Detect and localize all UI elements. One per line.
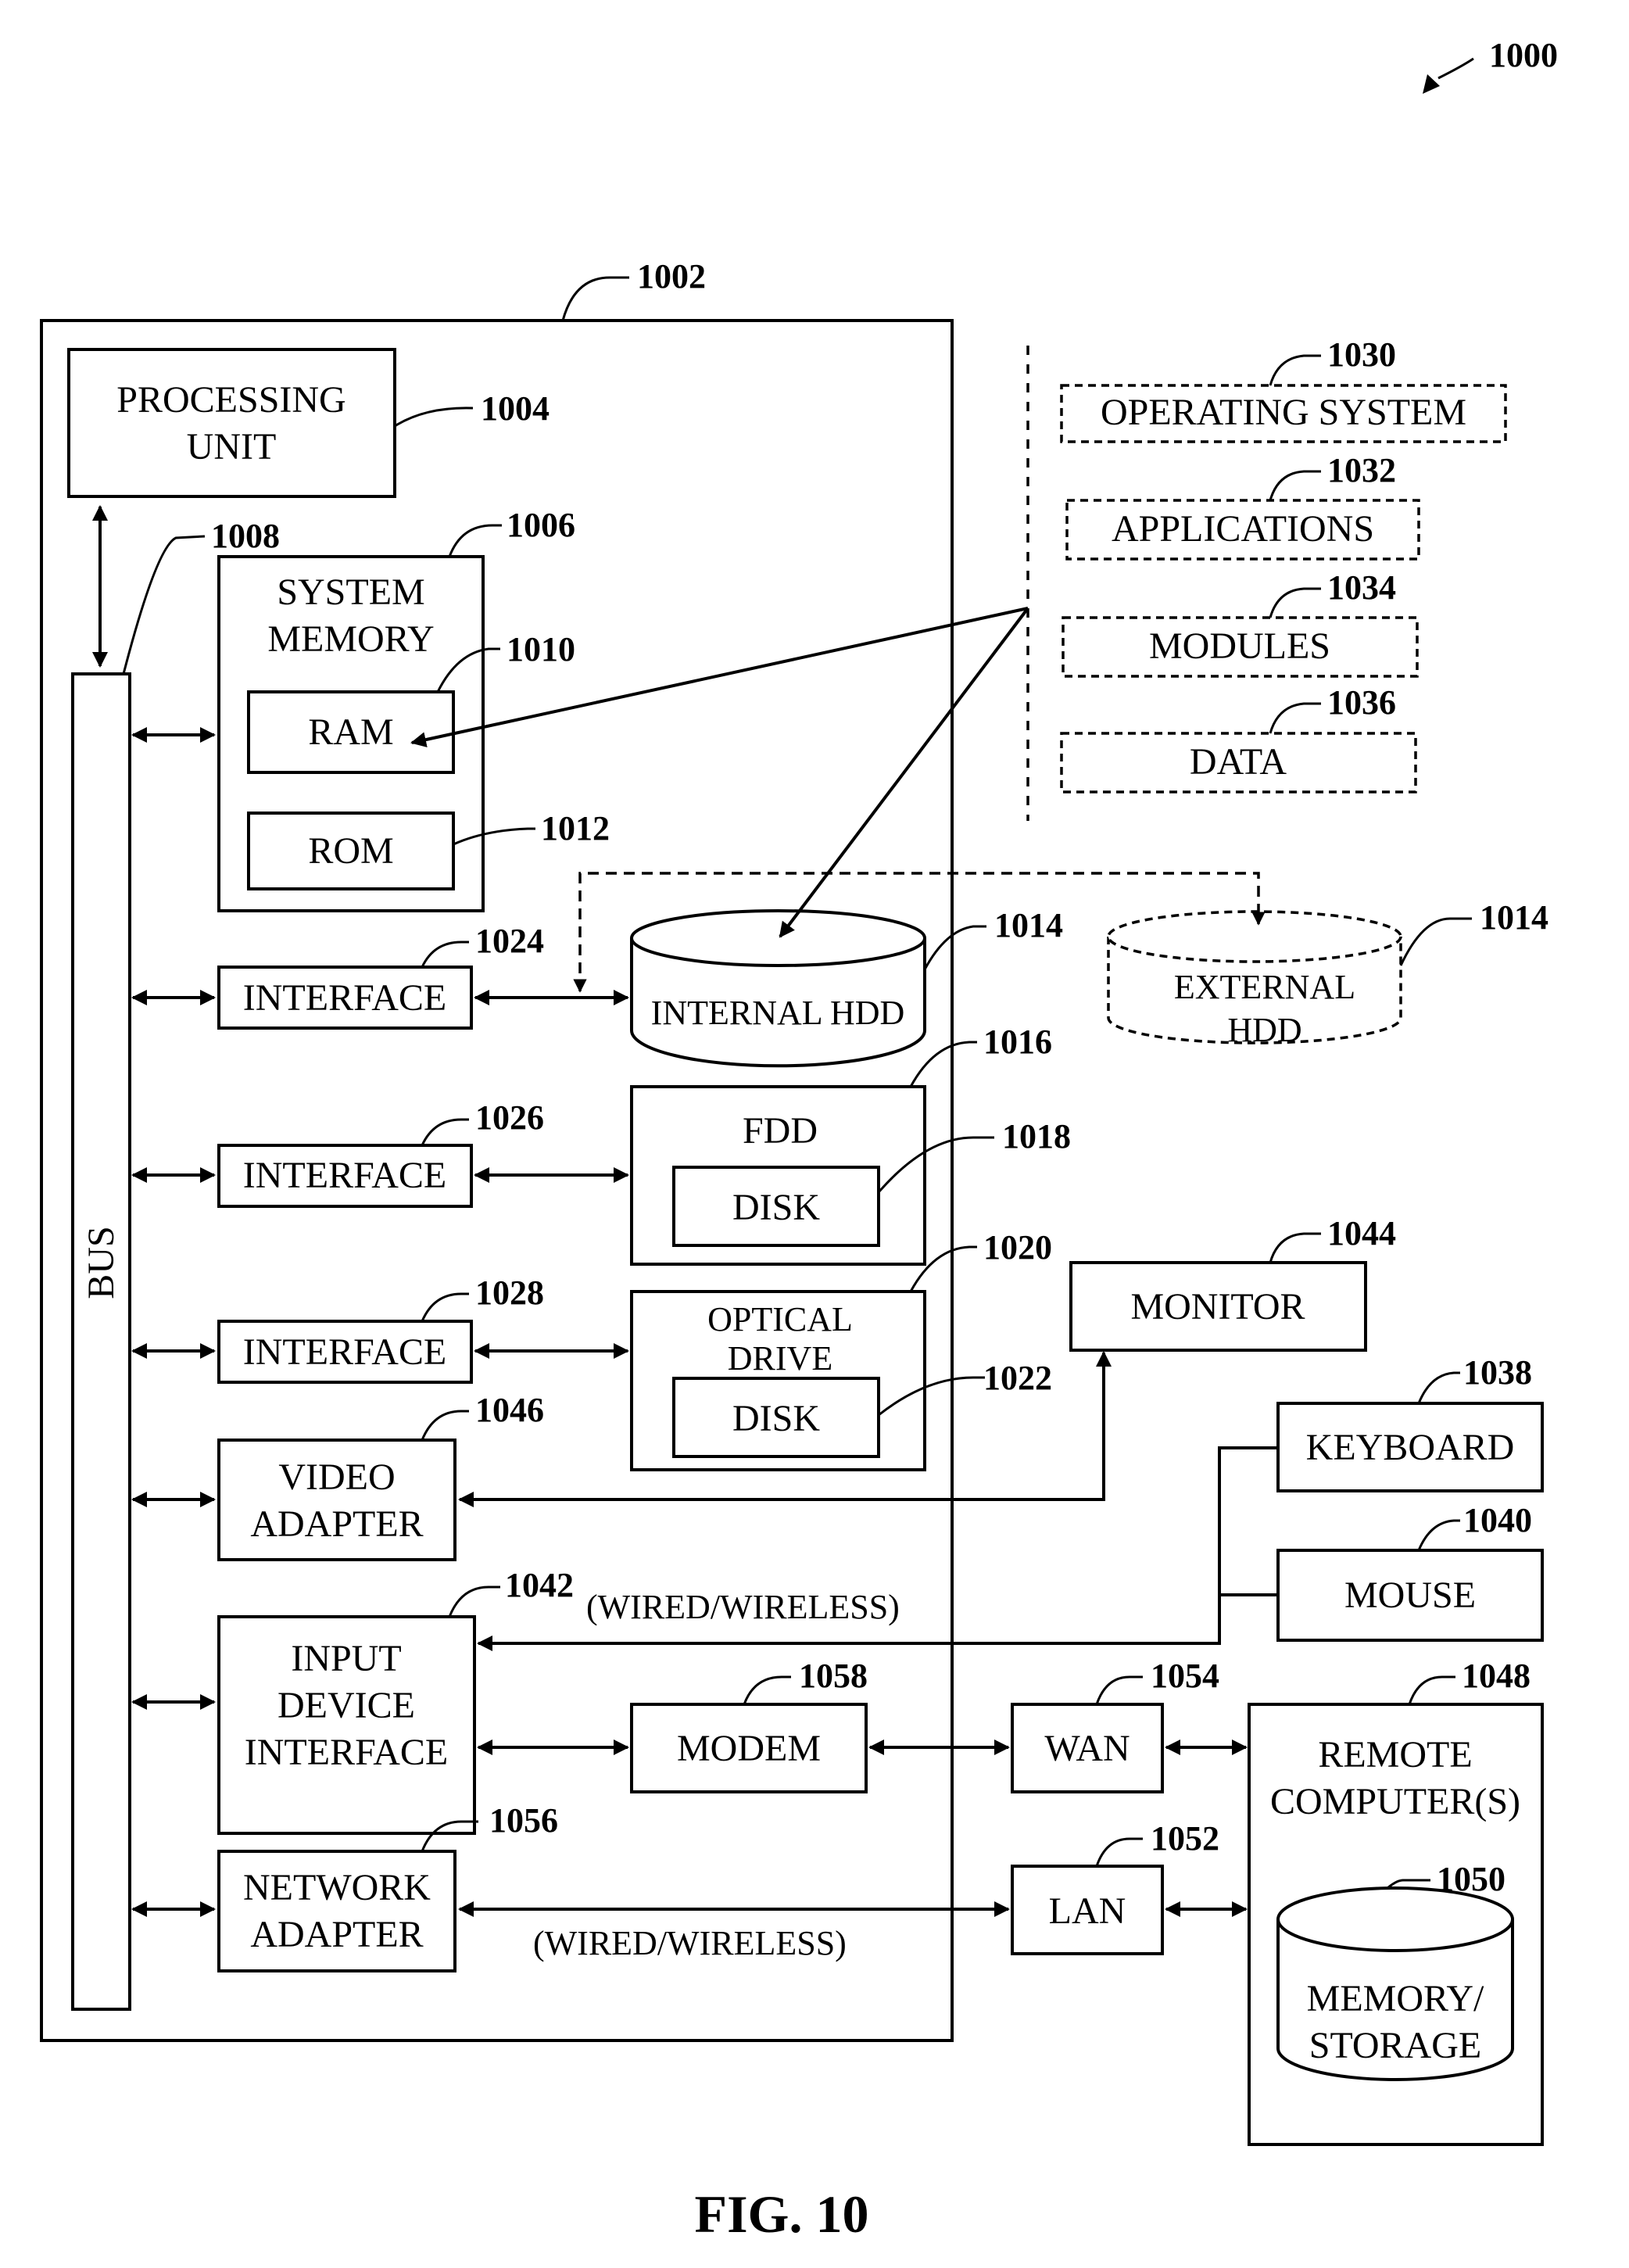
figure-ref-leader bbox=[1438, 59, 1473, 78]
fdd-label: FDD bbox=[743, 1110, 818, 1152]
data-label: DATA bbox=[1190, 741, 1287, 783]
monitor-label: MONITOR bbox=[1130, 1286, 1305, 1327]
modules-leader bbox=[1270, 589, 1321, 618]
input-wired-wireless-label: (WIRED/WIRELESS) bbox=[586, 1588, 900, 1626]
modem-label: MODEM bbox=[677, 1728, 821, 1769]
external-hdd-leader bbox=[1401, 919, 1472, 966]
wan-label: WAN bbox=[1044, 1728, 1130, 1769]
remote-computer-leader bbox=[1409, 1677, 1455, 1704]
bus-ref: 1008 bbox=[211, 517, 280, 555]
rom-label: ROM bbox=[308, 830, 393, 872]
system-memory-label-2: MEMORY bbox=[267, 618, 434, 660]
keyboard-ref: 1038 bbox=[1463, 1353, 1532, 1392]
video-adapter-label-2: ADAPTER bbox=[250, 1503, 423, 1545]
ram-label: RAM bbox=[308, 711, 393, 753]
processing-unit-box bbox=[69, 349, 395, 496]
mouse-ref: 1040 bbox=[1463, 1501, 1532, 1539]
external-hdd-ref: 1014 bbox=[1480, 898, 1548, 937]
interface-fdd-label: INTERFACE bbox=[243, 1155, 446, 1196]
applications-leader bbox=[1270, 471, 1321, 500]
interface-hdd-label: INTERFACE bbox=[243, 977, 446, 1019]
network-adapter-label-2: ADAPTER bbox=[250, 1914, 423, 1955]
fdd-disk-ref: 1018 bbox=[1002, 1117, 1071, 1155]
bus-box bbox=[73, 674, 130, 2009]
keyboard-label: KEYBOARD bbox=[1306, 1427, 1515, 1468]
mouse-label: MOUSE bbox=[1344, 1575, 1476, 1616]
network-adapter-ref: 1056 bbox=[489, 1801, 558, 1840]
modem-ref: 1058 bbox=[799, 1657, 868, 1695]
optical-drive-label-2: DRIVE bbox=[728, 1339, 832, 1378]
figure-ref: 1000 bbox=[1489, 36, 1558, 74]
input-device-interface-label-1: INPUT bbox=[291, 1638, 401, 1679]
modules-ref: 1034 bbox=[1327, 568, 1396, 607]
operating-system-ref: 1030 bbox=[1327, 335, 1396, 374]
system-memory-label-1: SYSTEM bbox=[277, 571, 424, 613]
computer-leader bbox=[563, 278, 629, 321]
monitor-leader bbox=[1270, 1234, 1321, 1263]
interface-optical-label: INTERFACE bbox=[243, 1331, 446, 1373]
figure-ref-group: 1000 bbox=[1423, 36, 1558, 94]
monitor-ref: 1044 bbox=[1327, 1214, 1396, 1252]
computer-ref: 1002 bbox=[637, 257, 706, 296]
keyboard-leader bbox=[1419, 1373, 1460, 1403]
remote-computer-ref: 1048 bbox=[1462, 1657, 1531, 1695]
optical-disk-label: DISK bbox=[732, 1398, 820, 1439]
internal-hdd-label: INTERNAL HDD bbox=[651, 994, 905, 1032]
external-hdd-label-2: HDD bbox=[1227, 1011, 1301, 1049]
processing-unit-label-1: PROCESSING bbox=[116, 379, 345, 421]
video-adapter-label-1: VIDEO bbox=[278, 1456, 395, 1498]
internal-hdd-ref: 1014 bbox=[994, 906, 1063, 944]
remote-computer-label-1: REMOTE bbox=[1318, 1734, 1472, 1775]
data-leader bbox=[1270, 704, 1321, 733]
remote-storage-label-2: STORAGE bbox=[1309, 2025, 1481, 2066]
fdd-ref: 1016 bbox=[983, 1023, 1052, 1061]
network-wired-wireless-label: (WIRED/WIRELESS) bbox=[533, 1924, 847, 1962]
lan-leader bbox=[1097, 1839, 1143, 1866]
mouse-leader bbox=[1419, 1521, 1460, 1550]
optical-disk-ref: 1022 bbox=[983, 1359, 1052, 1397]
interface-fdd-ref: 1026 bbox=[475, 1098, 544, 1137]
bus-label: BUS bbox=[81, 1226, 122, 1299]
optical-drive-ref: 1020 bbox=[983, 1228, 1052, 1267]
processing-unit-ref: 1004 bbox=[481, 389, 550, 428]
remote-computer-label-2: COMPUTER(S) bbox=[1270, 1781, 1520, 1822]
input-device-interface-label-2: DEVICE bbox=[277, 1685, 415, 1726]
processing-unit-label-2: UNIT bbox=[187, 426, 277, 468]
internal-hdd-top bbox=[632, 911, 925, 966]
lan-label: LAN bbox=[1049, 1890, 1126, 1932]
modules-label: MODULES bbox=[1149, 625, 1330, 667]
wan-ref: 1054 bbox=[1151, 1657, 1219, 1695]
input-device-interface-label-3: INTERFACE bbox=[245, 1732, 448, 1773]
figure-ref-arrowhead bbox=[1423, 74, 1440, 94]
remote-storage-ref: 1050 bbox=[1437, 1860, 1505, 1898]
network-adapter-label-1: NETWORK bbox=[243, 1867, 431, 1908]
system-memory-ref: 1006 bbox=[507, 506, 575, 544]
input-device-interface-ref: 1042 bbox=[505, 1566, 574, 1604]
remote-storage-label-1: MEMORY/ bbox=[1307, 1978, 1484, 2019]
wan-leader bbox=[1097, 1677, 1143, 1704]
data-ref: 1036 bbox=[1327, 683, 1396, 722]
applications-ref: 1032 bbox=[1327, 451, 1396, 489]
external-hdd-top bbox=[1108, 912, 1401, 962]
fdd-disk-label: DISK bbox=[732, 1187, 820, 1228]
rom-ref: 1012 bbox=[541, 809, 610, 847]
interface-hdd-ref: 1024 bbox=[475, 922, 544, 960]
ram-ref: 1010 bbox=[507, 630, 575, 668]
external-hdd-label-1: EXTERNAL bbox=[1174, 968, 1355, 1006]
optical-drive-label-1: OPTICAL bbox=[707, 1300, 853, 1338]
applications-label: APPLICATIONS bbox=[1112, 508, 1374, 550]
operating-system-leader bbox=[1270, 356, 1321, 385]
interface-optical-ref: 1028 bbox=[475, 1274, 544, 1312]
operating-system-label: OPERATING SYSTEM bbox=[1101, 392, 1466, 433]
video-adapter-ref: 1046 bbox=[475, 1391, 544, 1429]
lan-ref: 1052 bbox=[1151, 1819, 1219, 1858]
figure-caption: FIG. 10 bbox=[695, 2184, 869, 2244]
